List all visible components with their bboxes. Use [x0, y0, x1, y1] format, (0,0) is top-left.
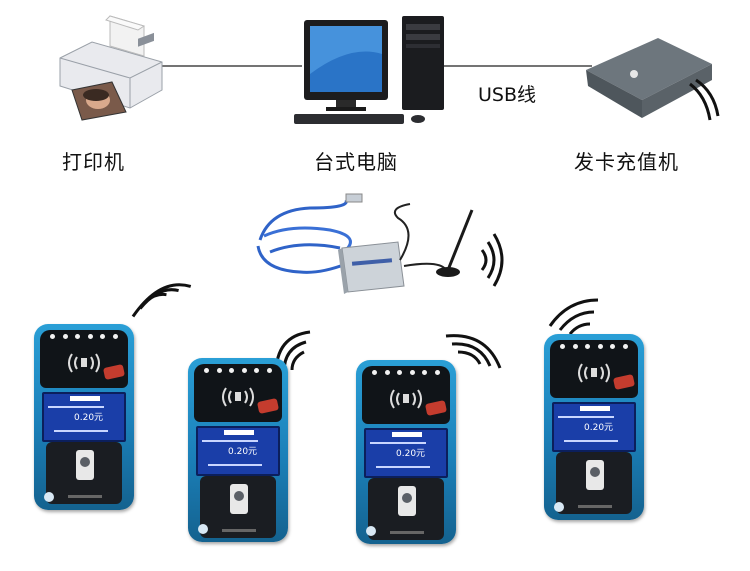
payment-terminal: 0.20元 — [188, 358, 288, 542]
terminal-scanner — [46, 442, 122, 504]
terminal-card-area — [362, 366, 450, 424]
terminal-card-area — [40, 330, 128, 388]
card-machine-label: 发卡充值机 — [574, 150, 679, 174]
usb-cable-icon — [256, 193, 363, 274]
wireless-signal-icon — [480, 233, 504, 287]
terminal-screen: 0.20元 — [364, 428, 448, 478]
base-station-group — [256, 193, 504, 294]
payment-terminal: 0.20元 — [544, 334, 644, 520]
payment-terminal: 0.20元 — [356, 360, 456, 544]
rfid-icon — [390, 389, 422, 409]
wireless-signal-icon — [445, 334, 502, 369]
terminal-card-area — [194, 364, 282, 422]
terminal-screen: 0.20元 — [42, 392, 126, 442]
terminal-screen: 0.20元 — [196, 426, 280, 476]
terminal-amount: 0.20元 — [228, 447, 258, 457]
rfid-icon — [222, 387, 254, 407]
desktop-computer-icon — [290, 14, 450, 128]
card-reader-icon — [582, 20, 722, 130]
terminal-scanner — [368, 478, 444, 540]
printer-label: 打印机 — [62, 150, 125, 174]
base-station-box — [338, 241, 405, 294]
terminal-amount: 0.20元 — [74, 413, 104, 423]
terminal-scanner — [200, 476, 276, 538]
antenna-icon — [394, 203, 474, 277]
terminal-scanner — [556, 452, 632, 514]
terminal-screen: 0.20元 — [552, 402, 636, 452]
wireless-signal-icon — [548, 298, 599, 335]
rfid-icon — [68, 353, 100, 373]
printer-icon — [52, 12, 170, 122]
payment-terminal: 0.20元 — [34, 324, 134, 510]
desktop-label: 台式电脑 — [314, 150, 398, 174]
terminal-amount: 0.20元 — [584, 423, 614, 433]
terminal-amount: 0.20元 — [396, 449, 426, 459]
wireless-signal-icon — [131, 283, 192, 318]
rfid-icon — [578, 363, 610, 383]
terminal-card-area — [550, 340, 638, 398]
usb-link-label: USB线 — [478, 84, 537, 106]
